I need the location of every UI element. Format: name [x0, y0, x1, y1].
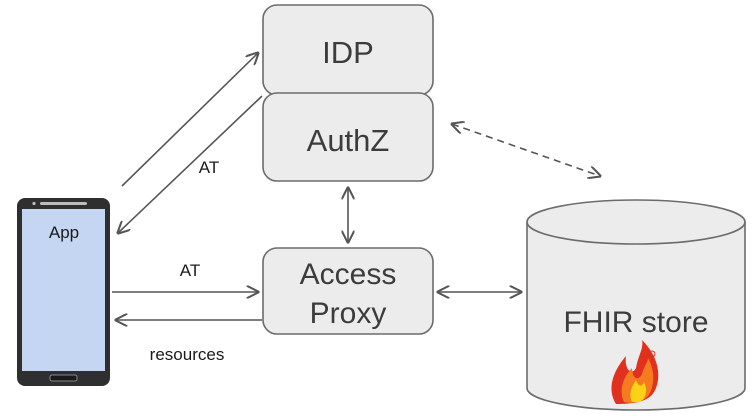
phone-home-button-icon [49, 374, 78, 382]
access-proxy-label-line1: Access [300, 258, 397, 291]
access-proxy-label-line2: Proxy [310, 297, 387, 330]
app-phone-node: App [17, 198, 110, 386]
authz-node: AuthZ [262, 92, 434, 182]
phone-camera-icon [32, 201, 36, 206]
access-proxy-box [262, 247, 434, 335]
arrow-authz-fhir-dashed [452, 124, 600, 176]
fhir-store-label: FHIR store [563, 306, 708, 339]
fhir-flame-logo-icon [611, 340, 659, 404]
idp-label: IDP [322, 35, 374, 70]
arrow-app-to-idp [121, 53, 258, 187]
app-proxy-token-label: AT [180, 261, 200, 280]
app-idp-token-label: AT [199, 158, 219, 177]
access-proxy-node: Access Proxy [262, 247, 434, 335]
authz-box [262, 92, 434, 182]
fhir-store-node: FHIR store [526, 199, 746, 411]
arrow-authz-to-app [118, 95, 263, 233]
fhir-store-cylinder-body [526, 222, 746, 411]
fhir-store-cylinder-top [526, 199, 746, 245]
phone-speaker-icon [40, 202, 87, 205]
app-label: App [49, 223, 79, 242]
authz-label: AuthZ [307, 123, 390, 158]
proxy-app-resources-label: resources [150, 345, 225, 364]
idp-node: IDP [262, 4, 434, 96]
phone-screen [22, 209, 105, 371]
